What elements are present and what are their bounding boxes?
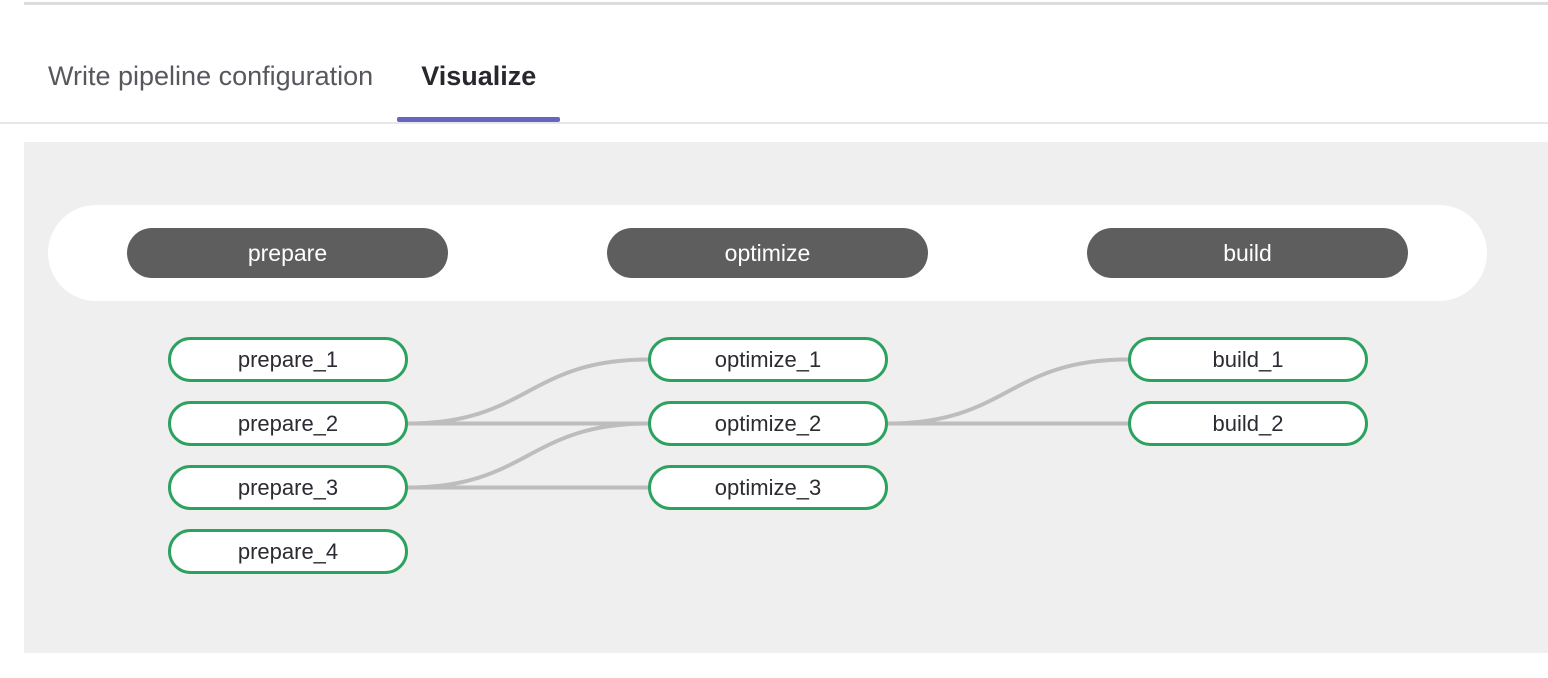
- top-divider-line: [24, 2, 1548, 5]
- job-node-build_1[interactable]: build_1: [1128, 337, 1368, 382]
- job-node-prepare_2[interactable]: prepare_2: [168, 401, 408, 446]
- job-node-optimize_3[interactable]: optimize_3: [648, 465, 888, 510]
- job-node-prepare_3[interactable]: prepare_3: [168, 465, 408, 510]
- stage-label-build: build: [1087, 228, 1408, 278]
- stage-label-optimize: optimize: [607, 228, 928, 278]
- pipeline-editor-tabbar: Write pipeline configuration Visualize: [0, 5, 1548, 124]
- link-prepare_3-optimize_2: [407, 421, 649, 490]
- job-node-prepare_1[interactable]: prepare_1: [168, 337, 408, 382]
- job-node-optimize_1[interactable]: optimize_1: [648, 337, 888, 382]
- job-node-optimize_2[interactable]: optimize_2: [648, 401, 888, 446]
- job-node-build_2[interactable]: build_2: [1128, 401, 1368, 446]
- tab-visualize[interactable]: Visualize: [397, 30, 561, 122]
- stage-label-prepare: prepare: [127, 228, 448, 278]
- link-prepare_2-optimize_1: [407, 357, 649, 426]
- tab-write-pipeline-configuration[interactable]: Write pipeline configuration: [24, 30, 397, 122]
- link-optimize_2-build_1: [887, 357, 1129, 426]
- job-node-prepare_4[interactable]: prepare_4: [168, 529, 408, 574]
